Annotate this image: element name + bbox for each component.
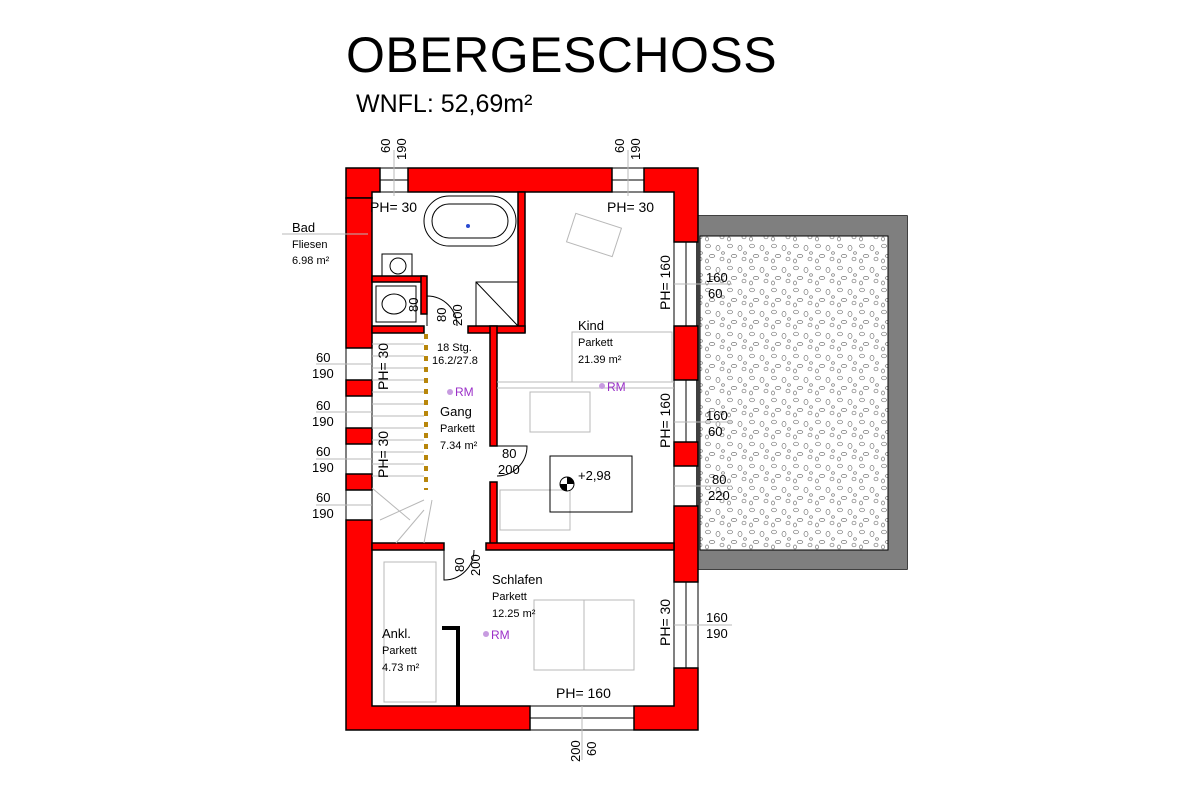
room-kind-floor: Parkett [578,337,613,349]
dim-top-right-height: 190 [628,138,643,160]
stairs-ratio: 16.2/27.8 [432,355,478,367]
dimension-labels: 60 190 60 190 60 190 60 190 60 190 60 19… [312,138,730,762]
exterior-walls [345,167,699,731]
living-area-label: WNFL: 52,69m² [356,90,533,118]
room-schlafen-area: 12.25 m² [492,608,536,620]
dim-left-2-height: 190 [312,414,334,429]
dim-right-1-height: 60 [708,286,722,301]
smoke-detector-gang: RM [455,385,474,399]
room-kind-name: Kind [578,318,604,333]
dim-left-4-height: 190 [312,506,334,521]
dim-left-1-height: 190 [312,366,334,381]
terrace [696,215,908,570]
dim-right-2-height: 60 [708,424,722,439]
dim-schlafen-door-height: 200 [468,554,483,576]
room-gang-name: Gang [440,404,472,419]
dim-right-door-width: 80 [712,472,726,487]
room-labels: Bad Fliesen 6.98 m² Kind Parkett 21.39 m… [292,220,622,674]
parapet-labels: PH= 30 PH= 30 PH= 160 PH= 30 PH= 30 PH= … [370,199,673,701]
dim-right-2-width: 160 [706,408,728,423]
parapet-schlafen-bottom: PH= 160 [556,685,611,701]
parapet-bad: PH= 30 [370,199,417,215]
dim-wc-door-width: 80 [406,298,421,312]
dimension-lines [282,150,732,760]
furniture-outlines [383,212,674,703]
room-ankl-area: 4.73 m² [382,662,420,674]
room-schlafen-name: Schlafen [492,572,543,587]
level-marker: +2,98 [559,468,611,492]
dim-bottom-width: 200 [568,740,583,762]
parapet-schlafen-right: PH= 30 [657,599,673,646]
room-bad-name: Bad [292,220,315,235]
dim-bottom-height: 60 [584,742,599,756]
dim-right-1-width: 160 [706,270,728,285]
dim-top-left-width: 60 [378,139,393,153]
smoke-detector-schlafen: RM [491,628,510,642]
dim-right-3-height: 190 [706,626,728,641]
room-gang-area: 7.34 m² [440,440,478,452]
dim-top-left-height: 190 [394,138,409,160]
parapet-kind-top: PH= 30 [607,199,654,215]
interior-walls [371,191,675,706]
dim-right-door-height: 220 [708,488,730,503]
level-mark-text: +2,98 [578,468,611,483]
room-bad-floor: Fliesen [292,239,327,251]
smoke-detector-kind: RM [607,380,626,394]
dim-top-right-width: 60 [612,139,627,153]
doors [426,295,528,581]
room-ankl-floor: Parkett [382,645,417,657]
dim-kind-door-width: 80 [502,446,516,461]
parapet-kind-upper: PH= 160 [657,255,673,310]
dim-bad-door-width: 80 [434,308,449,322]
dim-schlafen-door-width: 80 [452,558,467,572]
room-kind-area: 21.39 m² [578,354,622,366]
dim-left-3-width: 60 [316,444,330,459]
dim-kind-door-height: 200 [498,462,520,477]
dim-left-3-height: 190 [312,460,334,475]
parapet-gang-upper: PH= 30 [375,343,391,390]
bathroom-fixtures [375,195,519,327]
stairs-steps: 18 Stg. [437,342,472,354]
dim-bad-door-height: 200 [450,304,465,326]
dim-left-1-width: 60 [316,350,330,365]
room-bad-area: 6.98 m² [292,255,330,267]
smoke-detectors: RM RM RM [447,380,626,642]
dim-left-4-width: 60 [316,490,330,505]
parapet-kind-lower: PH= 160 [657,393,673,448]
staircase [371,334,433,544]
room-ankl-name: Ankl. [382,626,411,641]
dim-left-2-width: 60 [316,398,330,413]
parapet-gang-lower: PH= 30 [375,431,391,478]
plan-title: OBERGESCHOSS [346,27,778,83]
room-schlafen-floor: Parkett [492,591,527,603]
room-gang-floor: Parkett [440,423,475,435]
dim-right-3-width: 160 [706,610,728,625]
